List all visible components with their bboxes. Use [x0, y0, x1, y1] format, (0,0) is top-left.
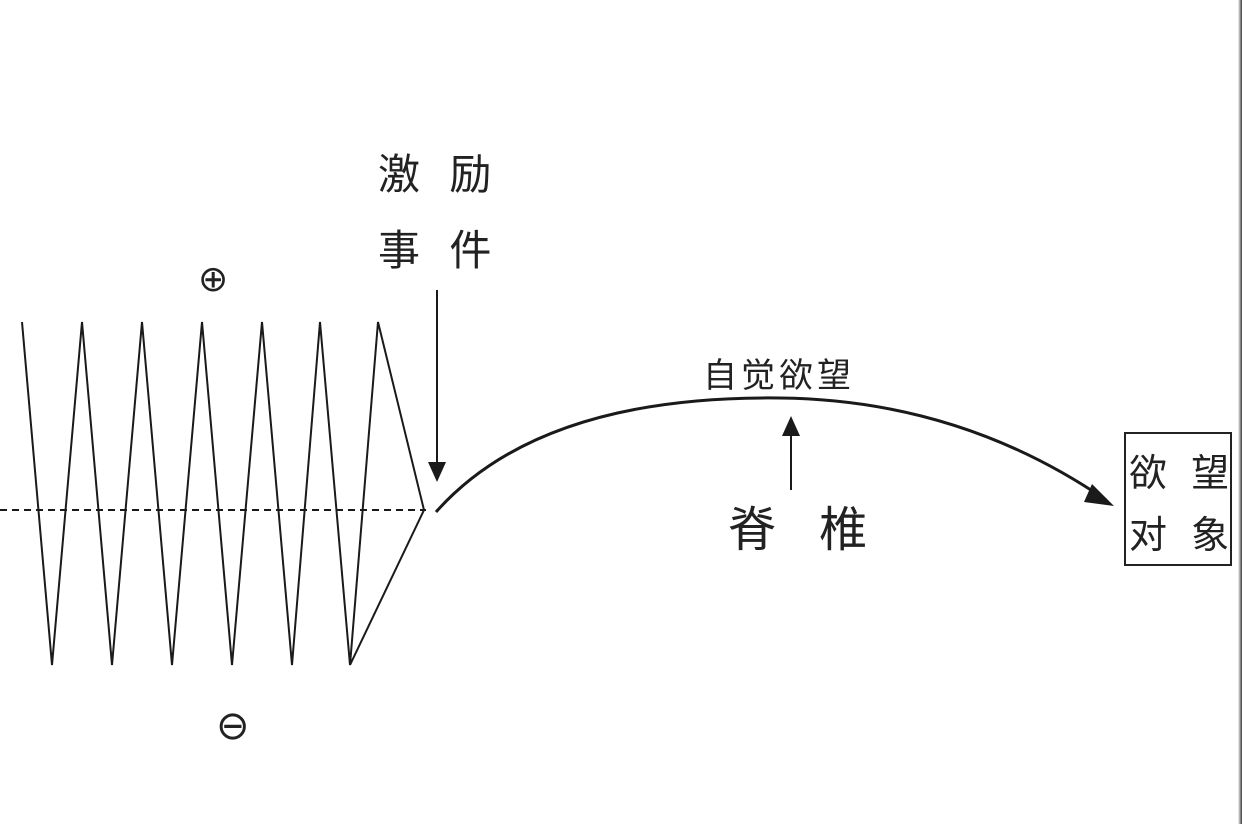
oscillation-zigzag	[21, 321, 426, 666]
desire-curve	[434, 396, 1107, 513]
stimulus-event-label-line2: 事 件	[378, 226, 500, 275]
negative-symbol: ⊖	[216, 703, 250, 749]
positive-symbol: ⊕	[198, 259, 229, 300]
desire-curve-arrowhead	[1084, 484, 1114, 506]
page-edge-divider	[1238, 0, 1242, 824]
stimulus-event-label-line1: 激 励	[378, 150, 500, 199]
desire-object-label-line2: 对 象	[1129, 513, 1236, 557]
desire-object-label-line1: 欲 望	[1129, 451, 1236, 495]
spine-arrowhead	[782, 416, 800, 436]
spine-label: 脊 椎	[728, 502, 882, 558]
conscious-desire-label: 自觉欲望	[703, 356, 855, 396]
stimulus-arrowhead	[428, 462, 446, 482]
desire-object-box	[1124, 432, 1232, 566]
